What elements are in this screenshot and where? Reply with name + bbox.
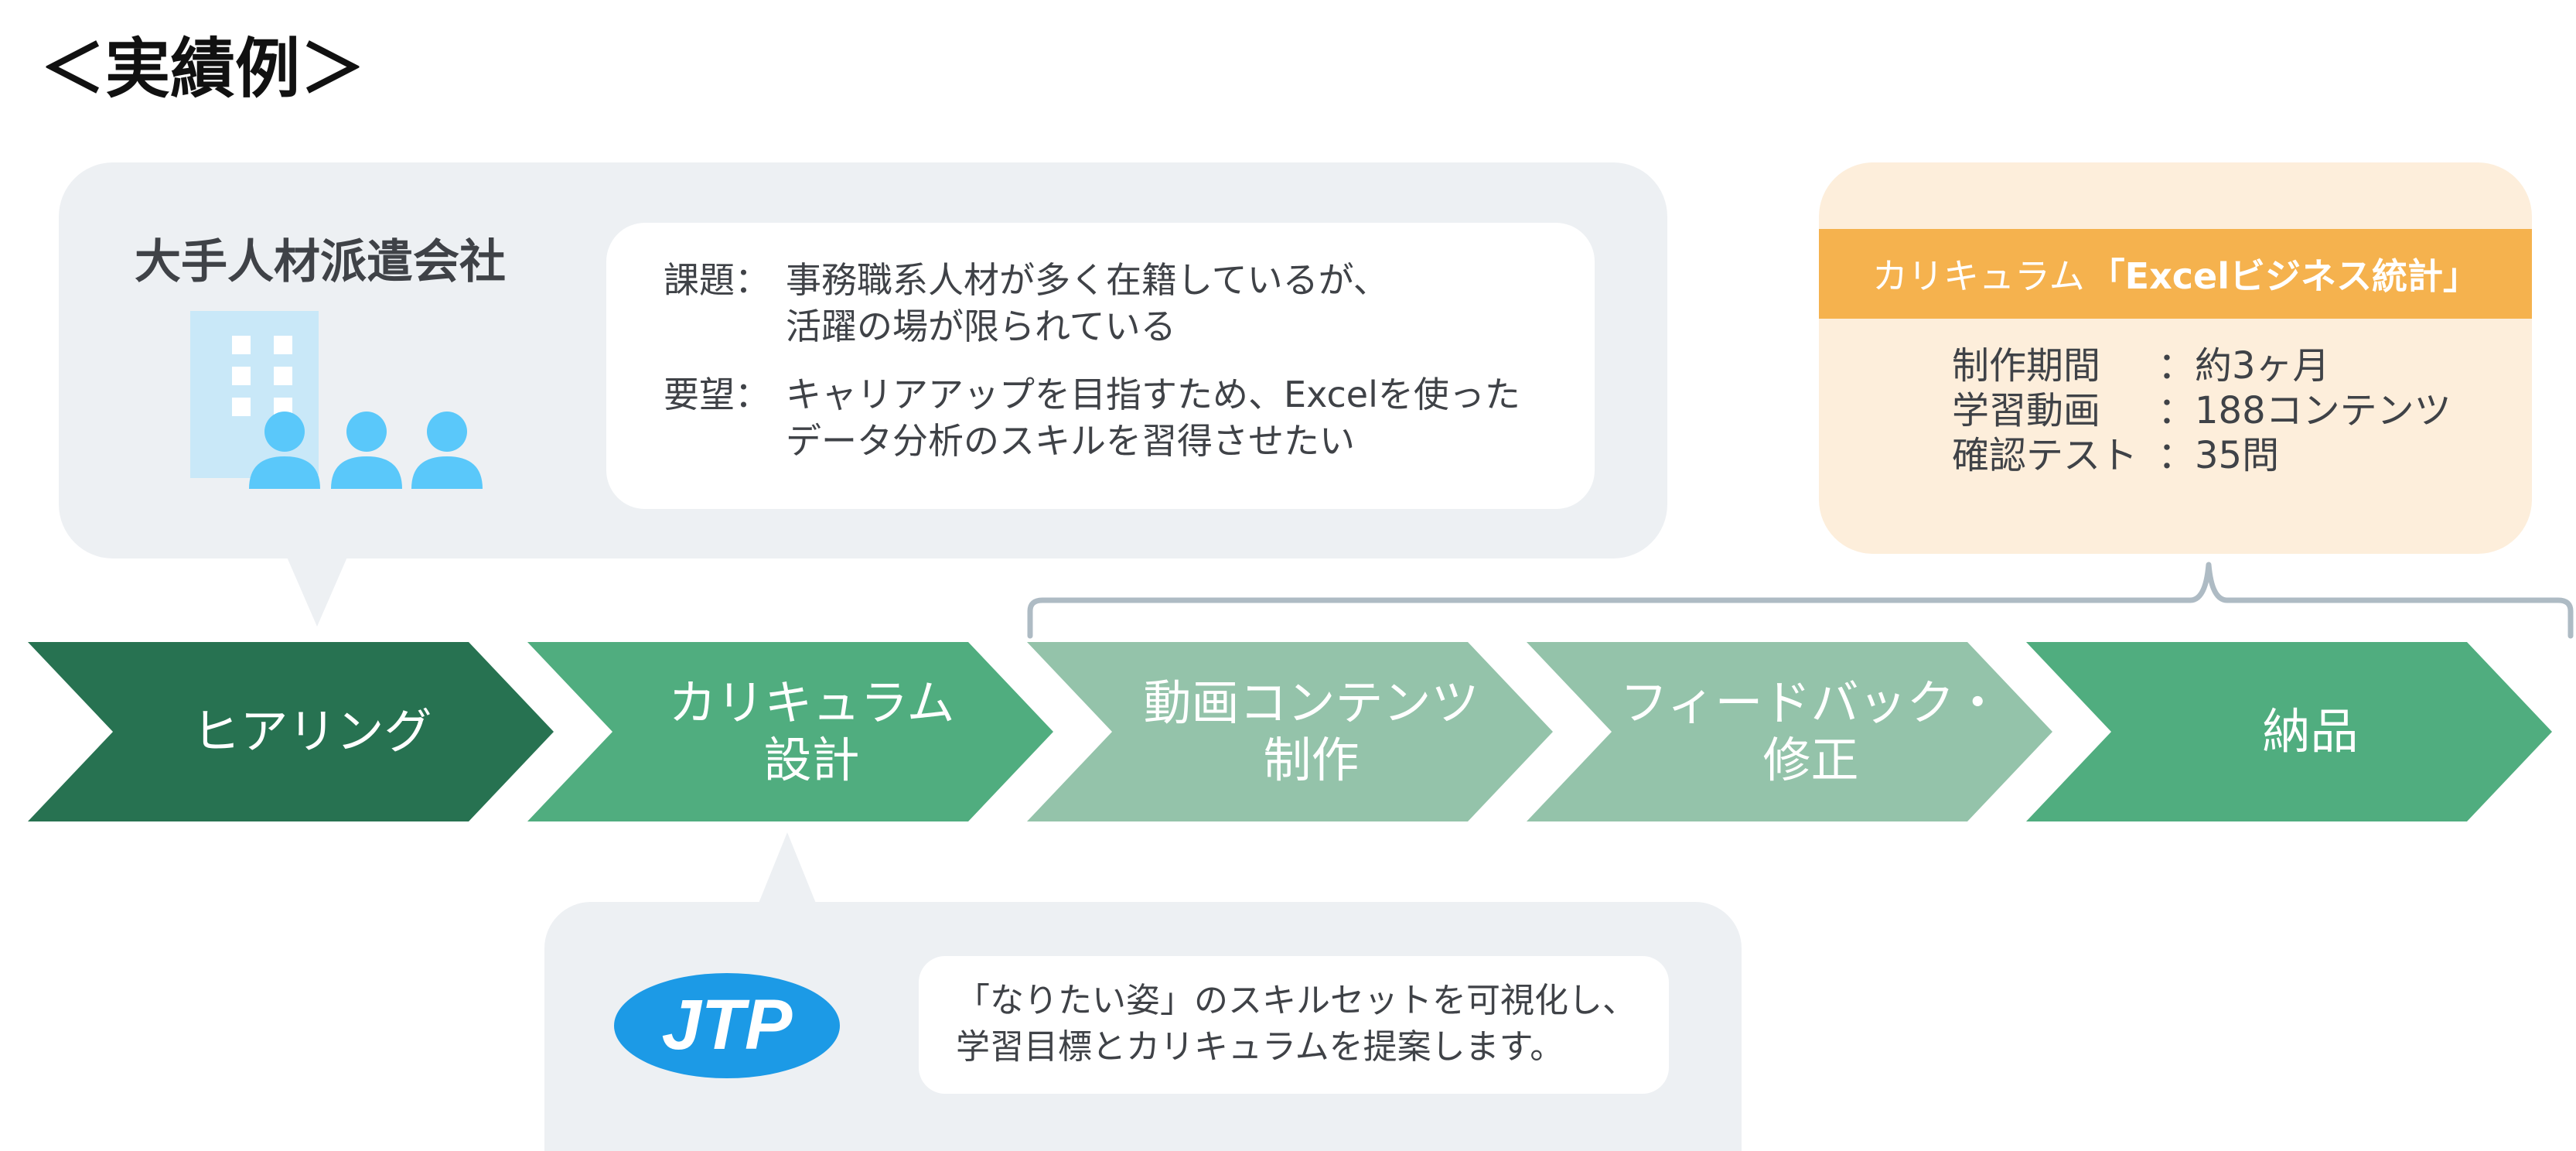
flow-step-chevron: [28, 642, 554, 821]
issue-label: 課題：: [664, 259, 770, 301]
curriculum-title-prefix: カリキュラム: [1872, 255, 2085, 297]
stat-row: 制作期間 ： 約3ヶ月: [1952, 343, 2451, 388]
stat-sep: ：: [2158, 389, 2196, 432]
stat-value: 約3ヶ月: [2195, 344, 2330, 388]
jtp-line: 「なりたい姿」のスキルセットを可視化し、: [956, 981, 1636, 1020]
issue-line: 活躍の場が限られている: [786, 306, 1176, 347]
stat-key: 制作期間: [1952, 344, 2101, 388]
stat-value: 35問: [2195, 434, 2280, 477]
stat-sep: ：: [2158, 344, 2196, 388]
jtp-proposal-text: 「なりたい姿」のスキルセットを可視化し、 学習目標とカリキュラムを提案します。: [956, 978, 1636, 1071]
jtp-logo: JTP: [614, 973, 840, 1078]
flow-step-label: ヒアリング: [192, 703, 432, 760]
jtp-line: 学習目標とカリキュラムを提案します。: [956, 1027, 1564, 1067]
flow-step-chevron: [2026, 642, 2552, 821]
flow-step-label: 動画コンテンツ 制作: [1143, 675, 1479, 788]
flow-step-chevron: [527, 642, 1053, 821]
curriculum-card: カリキュラム 「Excelビジネス統計」 制作期間 ： 約3ヶ月 学習動画 ： …: [1819, 162, 2532, 554]
stat-row: 学習動画 ： 188コンテンツ: [1952, 388, 2451, 433]
jtp-bubble-tail: [758, 832, 817, 905]
flow-step-chevron: [1027, 642, 1553, 821]
stat-value: 188コンテンツ: [2195, 389, 2451, 432]
request-line: データ分析のスキルを習得させたい: [786, 420, 1355, 462]
process-flow: ヒアリング カリキュラム 設計 動画コンテンツ 制作 フィードバック・ 修正 納品: [0, 642, 2576, 821]
flow-chevrons: [28, 642, 2552, 821]
building-people-icon: [190, 311, 483, 489]
client-name: 大手人材派遣会社: [135, 235, 506, 289]
stat-key: 学習動画: [1952, 389, 2101, 432]
flow-step-label: フィードバック・ 修正: [1619, 675, 2002, 788]
people-icon: [249, 412, 483, 489]
curriculum-title-name: 「Excelビジネス統計」: [2089, 255, 2479, 297]
building-icon: [190, 311, 319, 478]
jtp-logo-text: JTP: [662, 985, 793, 1064]
flow-step-label: 納品: [2262, 703, 2359, 760]
stat-sep: ：: [2158, 434, 2196, 477]
curriculum-title: カリキュラム 「Excelビジネス統計」: [1819, 229, 2532, 319]
client-bubble-tail: [286, 555, 348, 627]
request-label: 要望：: [664, 374, 770, 415]
issue-line: 事務職系人材が多く在籍しているが、: [786, 259, 1389, 301]
curriculum-stats: 制作期間 ： 約3ヶ月 学習動画 ： 188コンテンツ 確認テスト ： 35問: [1952, 343, 2451, 478]
issue-row: 課題： 事務職系人材が多く在籍しているが、 活躍の場が限られている: [664, 257, 1389, 350]
flow-step-chevron: [1527, 642, 2052, 821]
jtp-card: [919, 956, 1669, 1094]
flow-step-label: カリキュラム 設計: [668, 675, 955, 788]
stat-row: 確認テスト ： 35問: [1952, 433, 2451, 478]
issue-card: [606, 223, 1595, 509]
page-title: ＜実績例＞: [40, 31, 366, 107]
request-line: キャリアアップを目指すため、Excelを使った: [786, 374, 1520, 415]
request-row: 要望： キャリアアップを目指すため、Excelを使った データ分析のスキルを習得…: [664, 371, 1520, 464]
bracket-connector: [1027, 562, 2574, 639]
stat-key: 確認テスト: [1952, 434, 2138, 477]
